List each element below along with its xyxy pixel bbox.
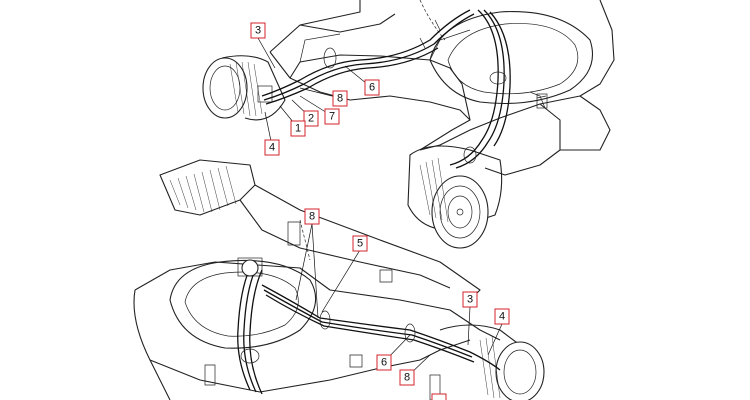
callout-8-lower-bottom: 8	[399, 369, 415, 386]
callout-3-lower: 3	[462, 291, 478, 308]
callout-label: 8	[309, 211, 315, 223]
callout-label: 5	[357, 238, 363, 250]
lower-track-frame	[133, 159, 501, 400]
lower-right-travel-motor	[439, 324, 545, 400]
upper-track-frame	[269, 0, 615, 176]
lower-callouts: 8 5 3 4 6 8	[295, 208, 510, 400]
upper-left-travel-motor	[202, 55, 286, 121]
callout-1-upper: 1	[290, 120, 306, 137]
callout-8-lower-top: 8	[304, 208, 320, 225]
callout-4-lower: 4	[494, 308, 510, 325]
callout-label: 1	[295, 123, 301, 135]
callout-4-upper: 4	[264, 139, 280, 156]
callout-6-upper: 6	[364, 79, 380, 96]
callout-label: 8	[337, 93, 343, 105]
upper-callouts: 3 6 8 7 2 1 4	[250, 22, 380, 156]
callout-3-upper: 3	[250, 22, 266, 39]
callout-label: 8	[404, 372, 410, 384]
upper-right-travel-motor	[407, 145, 503, 249]
callout-label: 6	[369, 82, 375, 94]
callout-label: 7	[329, 111, 335, 123]
callout-label: 2	[308, 113, 314, 125]
callout-label: 4	[269, 142, 275, 154]
callout-label: 4	[499, 311, 505, 323]
callout-label: 6	[381, 357, 387, 369]
callout-box-cropped	[431, 393, 447, 400]
callout-5-lower: 5	[352, 235, 368, 252]
callout-8-upper: 8	[332, 90, 348, 107]
callout-6-lower: 6	[376, 354, 392, 371]
lower-hose-bundle	[237, 257, 501, 400]
callout-7-upper: 7	[324, 108, 340, 125]
callout-label: 3	[255, 25, 261, 37]
callout-label: 3	[467, 294, 473, 306]
upper-hose-bundle	[261, 9, 511, 169]
callout-2-upper: 2	[303, 110, 319, 127]
